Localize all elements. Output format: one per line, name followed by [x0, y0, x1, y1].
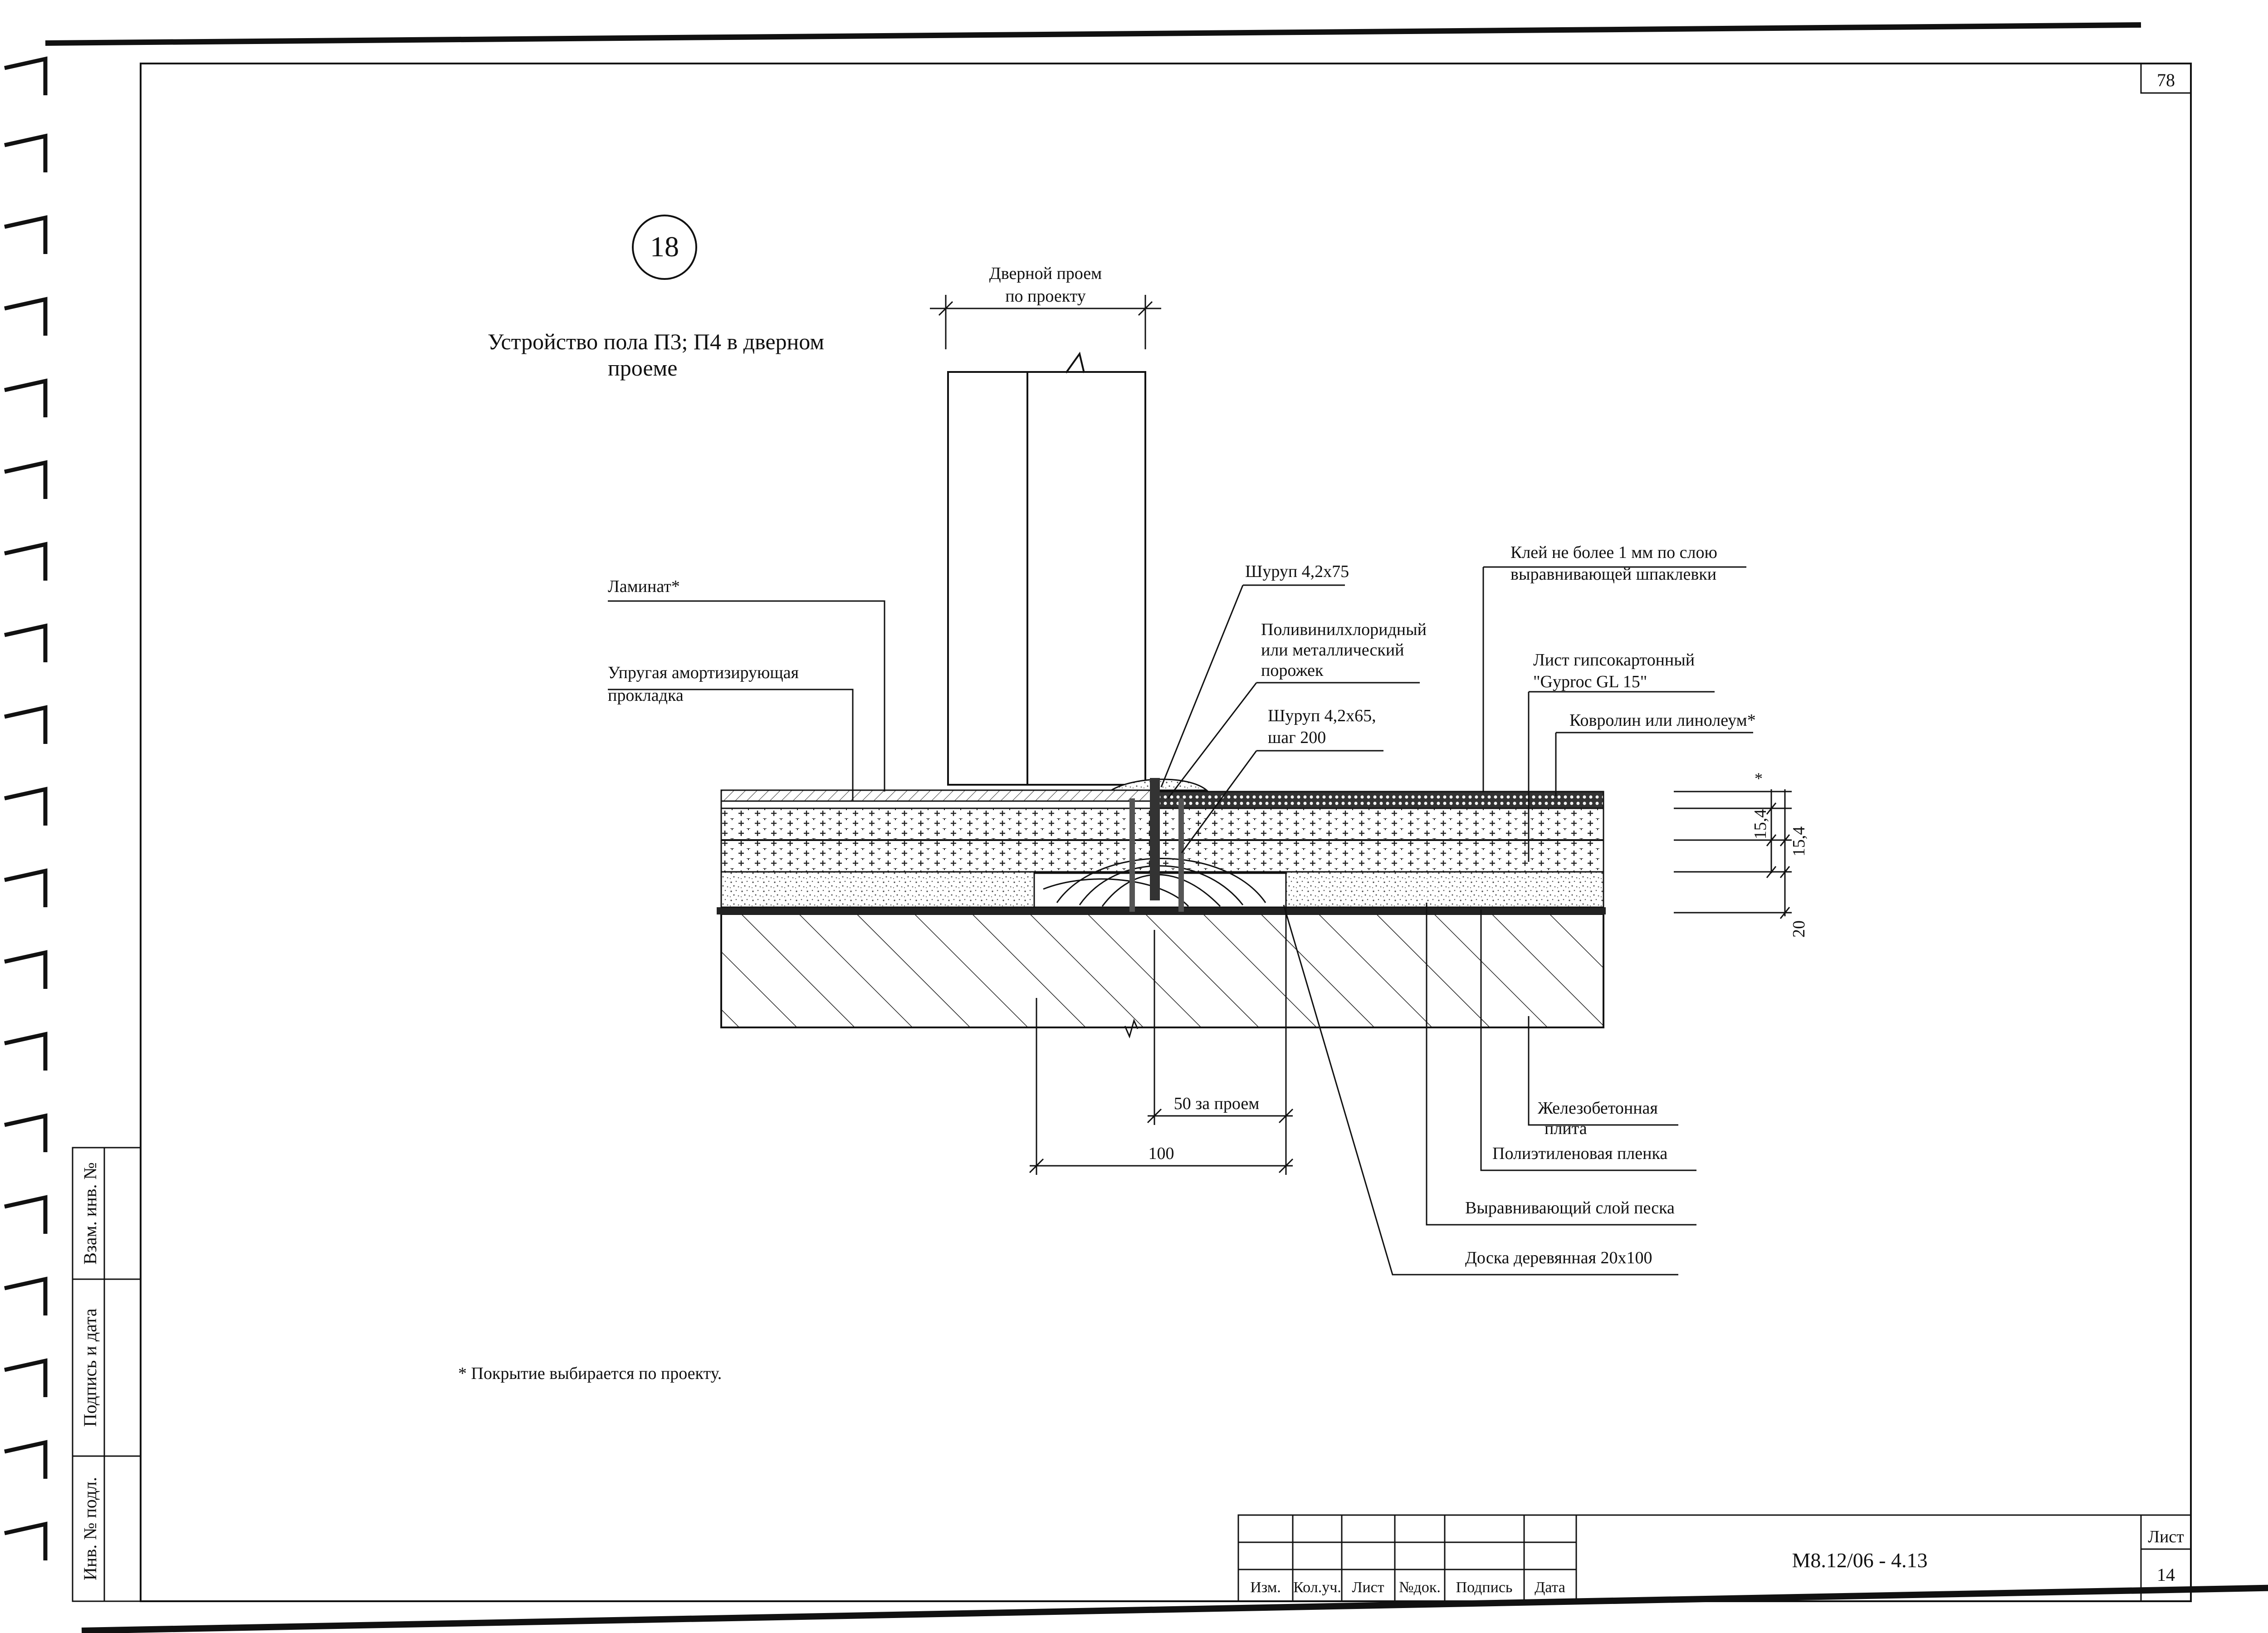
label-laminate: Ламинат* [608, 577, 680, 596]
tb-col-data: Дата [1535, 1579, 1565, 1596]
underlay-strip [720, 800, 1155, 809]
carpet-strip [1154, 791, 1604, 809]
drawing-title-line1: Устройство пола П3; П4 в дверном [488, 329, 824, 354]
sheet-corner-number: 78 [2157, 70, 2175, 90]
sheet-corner-box [2140, 63, 2192, 94]
binding-marks [4, 56, 48, 1560]
tb-sheet-label: Лист [2148, 1527, 2184, 1546]
detail-number: 18 [650, 230, 679, 263]
label-threshold-2: или металлический [1261, 640, 1404, 660]
label-slab-2: плита [1545, 1119, 1587, 1138]
door-opening-label-1: Дверной проем [989, 264, 1102, 283]
label-screw-65-1: Шуруп 4,2x65, [1268, 706, 1376, 725]
door-opening-dimension [930, 295, 1161, 349]
door-opening-label-2: по проекту [1005, 287, 1086, 306]
side-stamp-sign-date: Подпись и дата [80, 1308, 100, 1427]
door-frame [947, 352, 1146, 786]
label-underlay-1: Упругая амортизирующая [608, 663, 799, 682]
title-block [1237, 1514, 2192, 1602]
tb-doc-code: М8.12/06 - 4.13 [1792, 1549, 1928, 1572]
side-stamp-replace-inv: Взам. инв. № [80, 1162, 100, 1264]
dimension-behind-opening: 50 за проем [1174, 1094, 1260, 1113]
detail-number-circle [632, 215, 697, 280]
tb-col-ndok: №док. [1399, 1579, 1441, 1596]
tb-col-kolich: Кол.уч. [1293, 1579, 1341, 1596]
dimension-15-4-a: 15,4 [1751, 809, 1770, 840]
label-carpet: Ковролин или линолеум* [1569, 711, 1756, 730]
layer-dimensions [1674, 789, 1792, 919]
tb-col-podpis: Подпись [1456, 1579, 1513, 1596]
label-board: Доска деревянная 20x100 [1465, 1248, 1652, 1267]
side-stamp: Взам. инв. № Подпись и дата Инв. № подл. [72, 1147, 142, 1602]
side-stamp-orig-inv: Инв. № подл. [80, 1477, 100, 1580]
polyethylene-film [717, 907, 1606, 914]
label-gypsum-2: "Gyproc GL 15" [1533, 672, 1647, 691]
bottom-dimensions [1029, 907, 1294, 1175]
label-threshold-3: порожек [1261, 661, 1324, 680]
tb-col-izm: Изм. [1250, 1579, 1281, 1596]
label-underlay-2: прокладка [608, 686, 684, 705]
label-glue-2: выравнивающей шпаклевки [1510, 565, 1716, 584]
page-bottom-edge [81, 1584, 2268, 1633]
label-film: Полиэтиленовая пленка [1492, 1144, 1667, 1163]
label-gypsum-1: Лист гипсокартонный [1533, 650, 1695, 670]
dimension-15-4-b: 15,4 [1789, 826, 1809, 857]
drawing-frame [140, 63, 2192, 1602]
laminate-strip [720, 789, 1155, 802]
label-slab-1: Железобетонная [1538, 1099, 1658, 1118]
dimension-20: 20 [1789, 920, 1809, 938]
footnote: * Покрытие выбирается по проекту. [458, 1364, 722, 1383]
dimension-star: * [1755, 769, 1763, 787]
tb-col-list: Лист [1352, 1579, 1384, 1596]
label-screw-65-2: шаг 200 [1268, 728, 1326, 747]
label-glue-1: Клей не более 1 мм по слою [1510, 543, 1717, 562]
label-screw-75: Шуруп 4,2x75 [1245, 562, 1349, 581]
tb-sheet-number: 14 [2157, 1565, 2175, 1585]
concrete-slab [720, 913, 1604, 1039]
label-sand: Выравнивающий слой песка [1465, 1198, 1675, 1217]
dimension-100: 100 [1149, 1144, 1174, 1163]
label-threshold-1: Поливинилхлоридный [1261, 620, 1427, 639]
drawing-title-line2: проеме [608, 355, 677, 381]
page-top-edge [45, 22, 2141, 46]
threshold-profile [1109, 778, 1209, 912]
leader-lines [608, 566, 1753, 1276]
